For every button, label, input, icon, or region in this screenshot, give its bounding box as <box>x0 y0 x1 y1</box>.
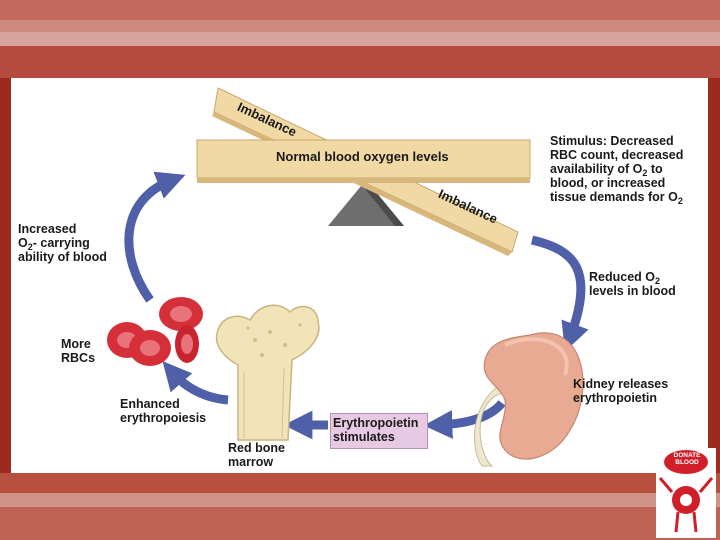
cycle-arrow-to-balance <box>124 171 186 303</box>
erythropoietin-box <box>330 413 428 449</box>
kidney-illustration <box>474 332 584 467</box>
increased-o2-text: Increased O2- carrying ability of blood <box>18 222 107 264</box>
donate-blood-text: DONATE BLOOD <box>673 452 701 466</box>
reduced-o2-text: Reduced O2 levels in blood <box>589 270 676 298</box>
more-rbcs-text: More RBCs <box>61 337 96 365</box>
marrow-text: Red bone marrow <box>228 441 285 469</box>
erythropoietin-text: Erythropoietin stimulates <box>333 416 419 444</box>
balance-center-label: Normal blood oxygen levels <box>276 149 449 164</box>
cycle-arrow-to-reduced <box>530 235 589 352</box>
bone-illustration <box>215 304 320 441</box>
cycle-arrow-to-epo <box>423 399 506 439</box>
rbc-cluster <box>107 297 203 366</box>
cycle-arrow-to-rbcs <box>162 361 229 405</box>
level-plank <box>196 139 531 183</box>
kidney-text: Kidney releases erythropoietin <box>573 377 669 405</box>
fulcrum <box>328 180 404 226</box>
erythropoiesis-text: Enhanced erythropoiesis <box>120 397 207 425</box>
donate-blood-badge <box>656 448 716 538</box>
stimulus-text: Stimulus: Decreased RBC count, decreased… <box>550 134 684 206</box>
